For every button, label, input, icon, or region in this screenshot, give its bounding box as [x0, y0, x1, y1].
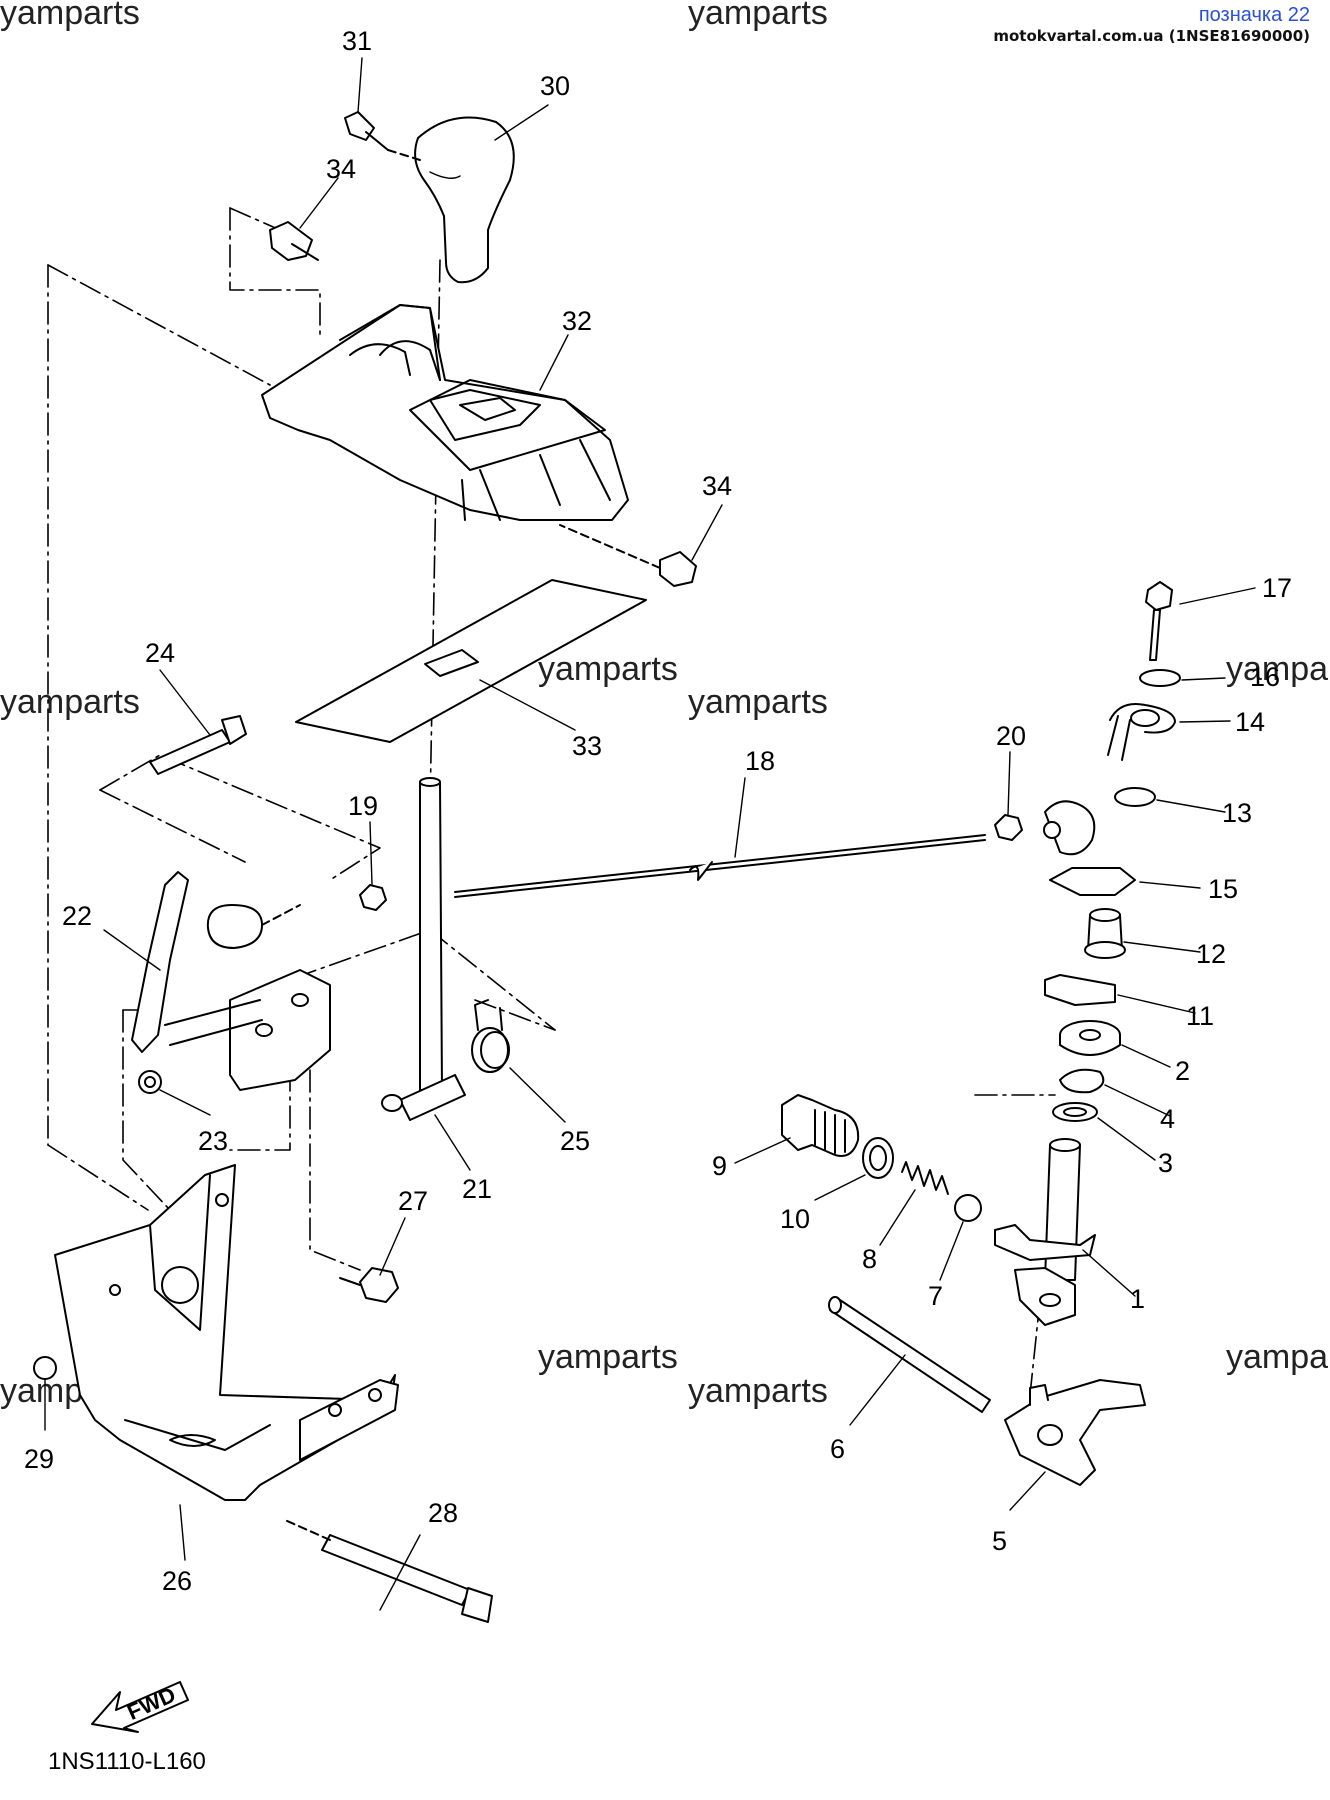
watermark: yamparts	[0, 0, 140, 32]
callout-23: 23	[198, 1126, 228, 1156]
shift-rod-18	[454, 834, 986, 898]
bolt-34-lower	[659, 551, 697, 587]
fwd-label: FWD	[123, 1682, 179, 1725]
callout-32: 32	[562, 306, 592, 336]
spring-25	[471, 999, 510, 1073]
washer-3	[1052, 1102, 1098, 1122]
header-label: позначка 22 motokvartal.com.ua (1NSE8169…	[993, 4, 1310, 45]
callout-21: 21	[462, 1174, 492, 1204]
circlip-4	[1059, 1068, 1105, 1094]
callout-33: 33	[572, 731, 602, 761]
callout-19: 19	[348, 791, 378, 821]
bolt-27	[359, 1267, 399, 1303]
callout-22: 22	[62, 901, 92, 931]
watermark: yampa	[1226, 650, 1329, 688]
callout-20: 20	[996, 721, 1026, 751]
callout-13: 13	[1222, 798, 1252, 828]
washer-13	[1114, 787, 1156, 807]
plug-9	[781, 1094, 860, 1157]
watermark: yampa	[1226, 1338, 1329, 1376]
gasket-plate	[295, 579, 647, 743]
callout-1: 1	[1130, 1284, 1145, 1314]
fork-shaft-6	[829, 1299, 991, 1413]
callout-30: 30	[540, 71, 570, 101]
plate-11	[1044, 974, 1116, 1006]
shift-fork-5	[1004, 1379, 1146, 1486]
washer-10	[862, 1137, 894, 1179]
callout-7: 7	[928, 1281, 943, 1311]
bolt-17	[1145, 581, 1173, 611]
callout-17: 17	[1262, 573, 1292, 603]
callout-25: 25	[560, 1126, 590, 1156]
callout-8: 8	[862, 1244, 877, 1274]
pivot-bracket	[229, 969, 331, 1091]
nut-20	[994, 814, 1023, 841]
shift-lever-rod	[419, 781, 443, 1091]
spring-clip-14	[1109, 703, 1176, 734]
callout-11: 11	[1186, 1001, 1214, 1031]
watermark: yamparts	[688, 1372, 828, 1410]
callout-16: 16	[1250, 662, 1280, 692]
callout-26: 26	[162, 1566, 192, 1596]
callout-15: 15	[1208, 874, 1238, 904]
watermark: yamparts	[0, 683, 140, 721]
callout-29: 29	[24, 1444, 54, 1474]
callout-28: 28	[428, 1498, 458, 1528]
callout-6: 6	[830, 1434, 845, 1464]
arm-15	[1049, 867, 1136, 896]
callout-18: 18	[745, 746, 775, 776]
callout-3: 3	[1158, 1148, 1173, 1178]
watermark: yamparts	[538, 650, 678, 688]
header-tag: позначка 22	[1198, 4, 1310, 26]
callout-34: 34	[326, 154, 356, 184]
lever-arm-22	[131, 871, 189, 1053]
shift-console	[261, 304, 629, 521]
callout-5: 5	[992, 1526, 1007, 1556]
fwd-arrow-icon: FWD	[91, 1681, 189, 1733]
part-code: 1NS1110-L160	[48, 1748, 206, 1775]
callout-31: 31	[342, 26, 372, 56]
callout-14: 14	[1235, 707, 1265, 737]
callout-9: 9	[712, 1151, 727, 1181]
shift-knob	[414, 116, 515, 284]
callout-2: 2	[1175, 1056, 1190, 1086]
callout-24: 24	[145, 638, 175, 668]
callout-27: 27	[398, 1186, 428, 1216]
ball-7	[954, 1194, 982, 1222]
watermark: yamparts	[688, 683, 828, 721]
shift-shaft-1	[1044, 1144, 1081, 1281]
spring-8	[901, 1161, 949, 1195]
callout-4: 4	[1160, 1104, 1175, 1134]
washer-16	[1139, 669, 1181, 687]
nut-19	[359, 884, 387, 911]
clip-29	[33, 1356, 57, 1380]
callout-12: 12	[1196, 939, 1226, 969]
watermark: yamparts	[538, 1338, 678, 1376]
callout-34-second: 34	[702, 471, 732, 501]
bolt-34-upper	[269, 221, 313, 261]
clip-23	[138, 1070, 162, 1094]
watermark: yamparts	[688, 0, 828, 32]
bolt-28	[321, 1534, 471, 1606]
header-site: motokvartal.com.ua (1NSE81690000)	[993, 27, 1310, 45]
callout-10: 10	[780, 1204, 810, 1234]
